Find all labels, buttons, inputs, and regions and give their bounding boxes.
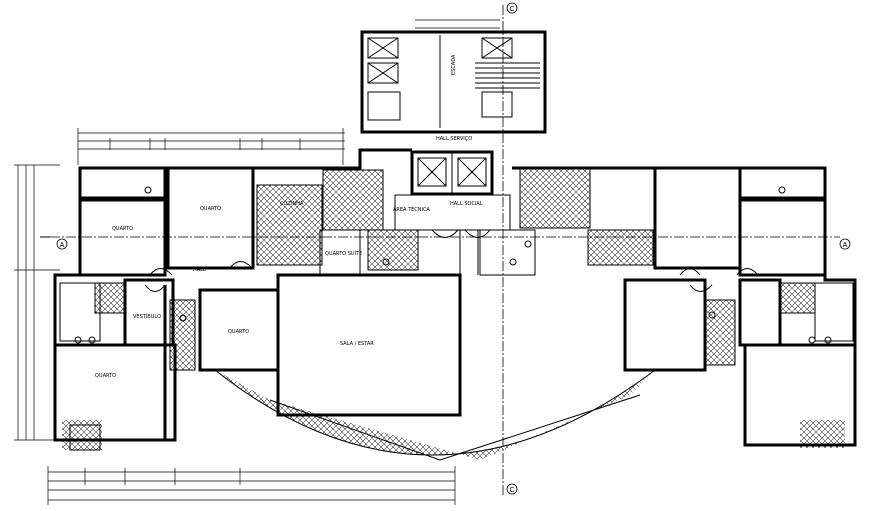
- svg-text:A: A: [843, 242, 848, 249]
- bottom-dimensions: [47, 466, 456, 505]
- room-label-quarto-suite: QUARTO SUÍTE: [325, 250, 362, 257]
- room-label-cozinha: COZINHA: [280, 201, 304, 207]
- room-label-vestibulo: VESTÍBULO: [133, 313, 161, 320]
- svg-text:C: C: [509, 487, 514, 494]
- svg-text:A: A: [60, 242, 65, 249]
- axis-bubble-left: A: [56, 238, 68, 250]
- stair-core: ESCADA HALL SERVIÇO: [360, 30, 547, 142]
- axis-lines: [40, 5, 840, 495]
- right-wing: [479, 166, 857, 448]
- axis-bubble-top: C: [506, 2, 518, 14]
- room-label-hall-social: HALL SOCIAL: [450, 201, 483, 207]
- svg-text:HALL SERVIÇO: HALL SERVIÇO: [436, 136, 472, 142]
- room-label-quarto-sw: QUARTO: [95, 373, 116, 379]
- central-hall: [394, 194, 511, 275]
- room-label-area-tecnica: ÁREA TÉCNICA: [393, 205, 430, 213]
- left-wing: [53, 148, 462, 451]
- room-label-sala-estar: SALA / ESTAR: [340, 341, 374, 347]
- elevators: [410, 150, 494, 196]
- top-dimensions: [77, 19, 500, 165]
- room-label-hall: HALL: [193, 267, 206, 273]
- room-label-quarto-n: QUARTO: [200, 206, 221, 212]
- svg-text:C: C: [509, 6, 514, 13]
- stair-treads: [475, 62, 540, 89]
- fixtures: [74, 186, 832, 344]
- axis-bubble-right: A: [839, 238, 851, 250]
- door-arcs: [144, 261, 759, 292]
- room-labels: QUARTO QUARTO HALL VESTÍBULO QUARTO QUAR…: [95, 201, 483, 379]
- axis-bubble-bottom: C: [506, 483, 518, 495]
- room-label-quarto-nw: QUARTO: [112, 226, 133, 232]
- room-label-quarto-c: QUARTO: [228, 329, 249, 335]
- svg-text:ESCADA: ESCADA: [451, 54, 457, 75]
- left-dimensions: [14, 164, 60, 441]
